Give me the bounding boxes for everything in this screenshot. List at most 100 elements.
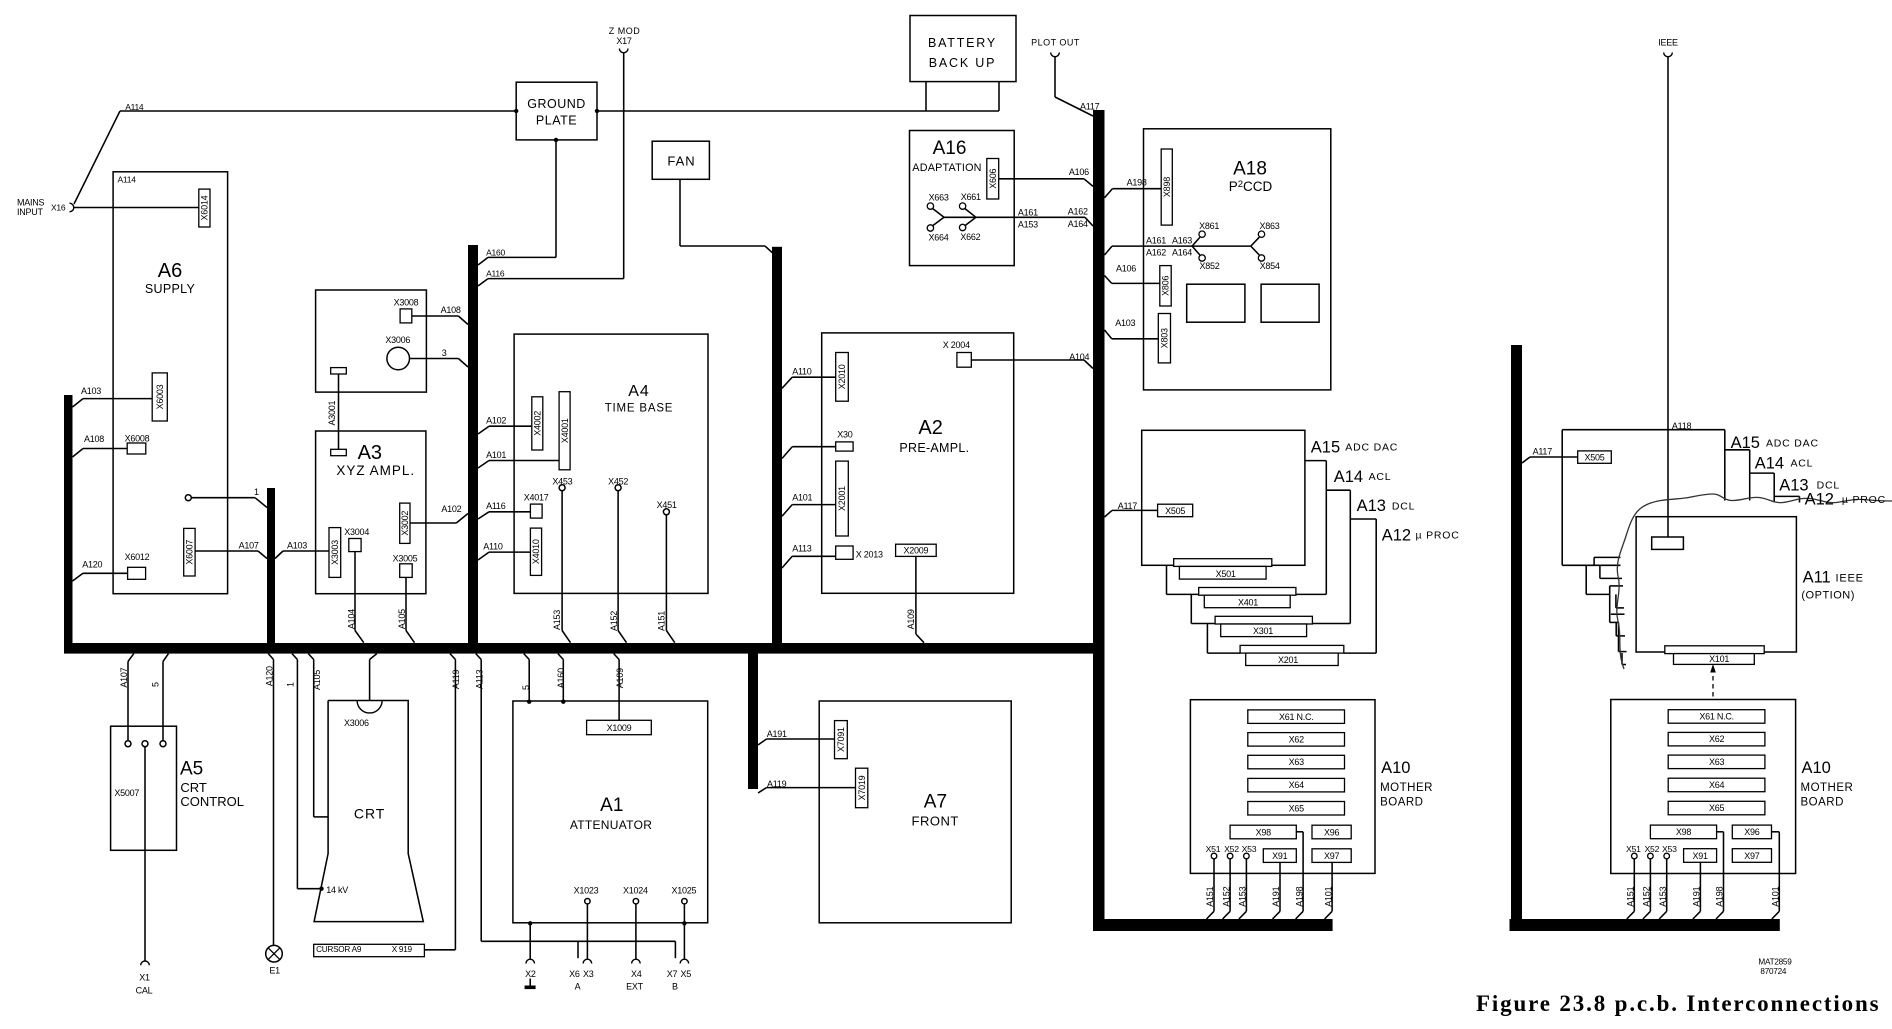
- svg-text:X852: X852: [1199, 261, 1219, 271]
- svg-text:X52: X52: [1224, 844, 1239, 854]
- svg-text:X30: X30: [837, 430, 853, 440]
- svg-text:BOARD: BOARD: [1801, 797, 1844, 809]
- svg-text:5: 5: [151, 682, 161, 687]
- svg-text:X96: X96: [1324, 827, 1340, 837]
- svg-text:X64: X64: [1709, 780, 1725, 790]
- svg-text:A109: A109: [906, 609, 916, 629]
- svg-text:A12: A12: [1382, 527, 1411, 545]
- svg-text:X3008: X3008: [394, 298, 419, 308]
- svg-text:ADC DAC: ADC DAC: [1345, 442, 1398, 454]
- svg-text:X53: X53: [1242, 844, 1257, 854]
- svg-text:A104: A104: [1069, 352, 1089, 362]
- svg-text:A16: A16: [933, 138, 967, 159]
- svg-text:X5: X5: [680, 969, 691, 979]
- svg-text:X4010: X4010: [531, 539, 541, 564]
- svg-text:X4002: X4002: [533, 411, 543, 436]
- svg-text:A13: A13: [1779, 477, 1808, 495]
- svg-text:X6014: X6014: [200, 195, 210, 220]
- svg-text:A119: A119: [451, 670, 461, 690]
- svg-text:X2009: X2009: [904, 546, 929, 556]
- svg-text:BOARD: BOARD: [1380, 797, 1423, 809]
- svg-text:A5: A5: [180, 759, 203, 780]
- svg-text:A117: A117: [1118, 501, 1138, 511]
- svg-text:A102: A102: [486, 416, 506, 426]
- svg-text:A102: A102: [441, 504, 461, 514]
- svg-text:X7: X7: [667, 969, 678, 979]
- svg-text:A105: A105: [397, 609, 407, 629]
- svg-text:X3003: X3003: [330, 540, 340, 565]
- svg-text:X453: X453: [552, 476, 572, 486]
- svg-text:CRT: CRT: [354, 806, 386, 822]
- svg-text:1: 1: [254, 487, 259, 497]
- svg-text:TIME BASE: TIME BASE: [605, 403, 674, 415]
- svg-text:CONTROL: CONTROL: [180, 794, 244, 809]
- svg-text:ATTENUATOR: ATTENUATOR: [570, 818, 652, 832]
- svg-text:X63: X63: [1289, 757, 1305, 767]
- svg-text:A113: A113: [792, 544, 812, 554]
- svg-text:X64: X64: [1289, 780, 1305, 790]
- svg-text:X16: X16: [51, 203, 66, 213]
- svg-text:Z MOD: Z MOD: [609, 26, 641, 36]
- svg-text:X664: X664: [928, 232, 948, 242]
- svg-text:X65: X65: [1289, 803, 1305, 813]
- svg-text:3: 3: [442, 348, 447, 358]
- svg-text:A198: A198: [1294, 886, 1304, 906]
- svg-text:A3: A3: [358, 442, 382, 464]
- svg-text:A191: A191: [767, 729, 787, 739]
- svg-text:µ PROC: µ PROC: [1842, 494, 1886, 506]
- svg-text:A160: A160: [486, 248, 505, 258]
- svg-text:A164: A164: [1068, 219, 1088, 229]
- svg-text:X97: X97: [1744, 851, 1760, 861]
- svg-text:X 2013: X 2013: [856, 550, 883, 560]
- svg-text:A15: A15: [1311, 439, 1340, 457]
- svg-text:A162: A162: [1146, 247, 1166, 257]
- svg-text:CAL: CAL: [136, 986, 153, 996]
- svg-text:X854: X854: [1260, 261, 1280, 271]
- svg-text:A104: A104: [346, 609, 356, 629]
- svg-text:X803: X803: [1160, 328, 1170, 348]
- svg-text:X3004: X3004: [344, 527, 369, 537]
- svg-text:X62: X62: [1289, 734, 1305, 744]
- svg-text:A153: A153: [1658, 886, 1668, 906]
- svg-text:A7: A7: [924, 792, 947, 813]
- svg-text:X6007: X6007: [185, 540, 195, 565]
- svg-text:MAT2859: MAT2859: [1758, 957, 1792, 966]
- svg-text:A119: A119: [767, 779, 787, 789]
- svg-text:A11: A11: [1803, 568, 1831, 586]
- svg-text:A120: A120: [265, 666, 275, 686]
- svg-text:A101: A101: [1323, 886, 1333, 906]
- svg-text:BATTERY: BATTERY: [928, 36, 997, 50]
- svg-text:A152: A152: [1642, 886, 1652, 906]
- svg-text:A153: A153: [552, 610, 562, 630]
- svg-text:DCL: DCL: [1817, 480, 1840, 492]
- svg-text:A161: A161: [1018, 207, 1038, 217]
- svg-text:SUPPLY: SUPPLY: [145, 282, 196, 296]
- svg-text:A151: A151: [1626, 886, 1636, 906]
- svg-text:A114: A114: [125, 102, 144, 112]
- svg-text:X2: X2: [525, 969, 536, 979]
- svg-text:X4: X4: [631, 969, 642, 979]
- svg-text:A160: A160: [556, 668, 566, 688]
- svg-text:X662: X662: [960, 232, 980, 242]
- svg-text:X17: X17: [616, 36, 632, 46]
- svg-text:X91: X91: [1692, 851, 1708, 861]
- svg-text:DCL: DCL: [1392, 501, 1415, 513]
- svg-text:X61 N.C.: X61 N.C.: [1279, 712, 1314, 722]
- svg-text:A152: A152: [609, 611, 619, 631]
- svg-text:FAN: FAN: [667, 154, 695, 169]
- svg-text:A12: A12: [1805, 491, 1834, 509]
- svg-text:X301: X301: [1253, 626, 1273, 636]
- svg-text:PLATE: PLATE: [536, 114, 577, 128]
- svg-text:A114: A114: [118, 175, 137, 185]
- svg-text:A1: A1: [600, 795, 623, 816]
- svg-text:A162: A162: [1068, 207, 1088, 217]
- svg-text:MAINS: MAINS: [17, 198, 45, 208]
- svg-text:XYZ AMPL.: XYZ AMPL.: [336, 463, 415, 478]
- svg-text:µ PROC: µ PROC: [1416, 530, 1460, 542]
- svg-text:X65: X65: [1709, 803, 1725, 813]
- svg-text:X1024: X1024: [623, 886, 648, 896]
- svg-text:X898: X898: [1162, 177, 1172, 197]
- svg-text:X401: X401: [1238, 598, 1258, 608]
- svg-text:A153: A153: [1018, 219, 1038, 229]
- svg-text:X1009: X1009: [607, 723, 632, 733]
